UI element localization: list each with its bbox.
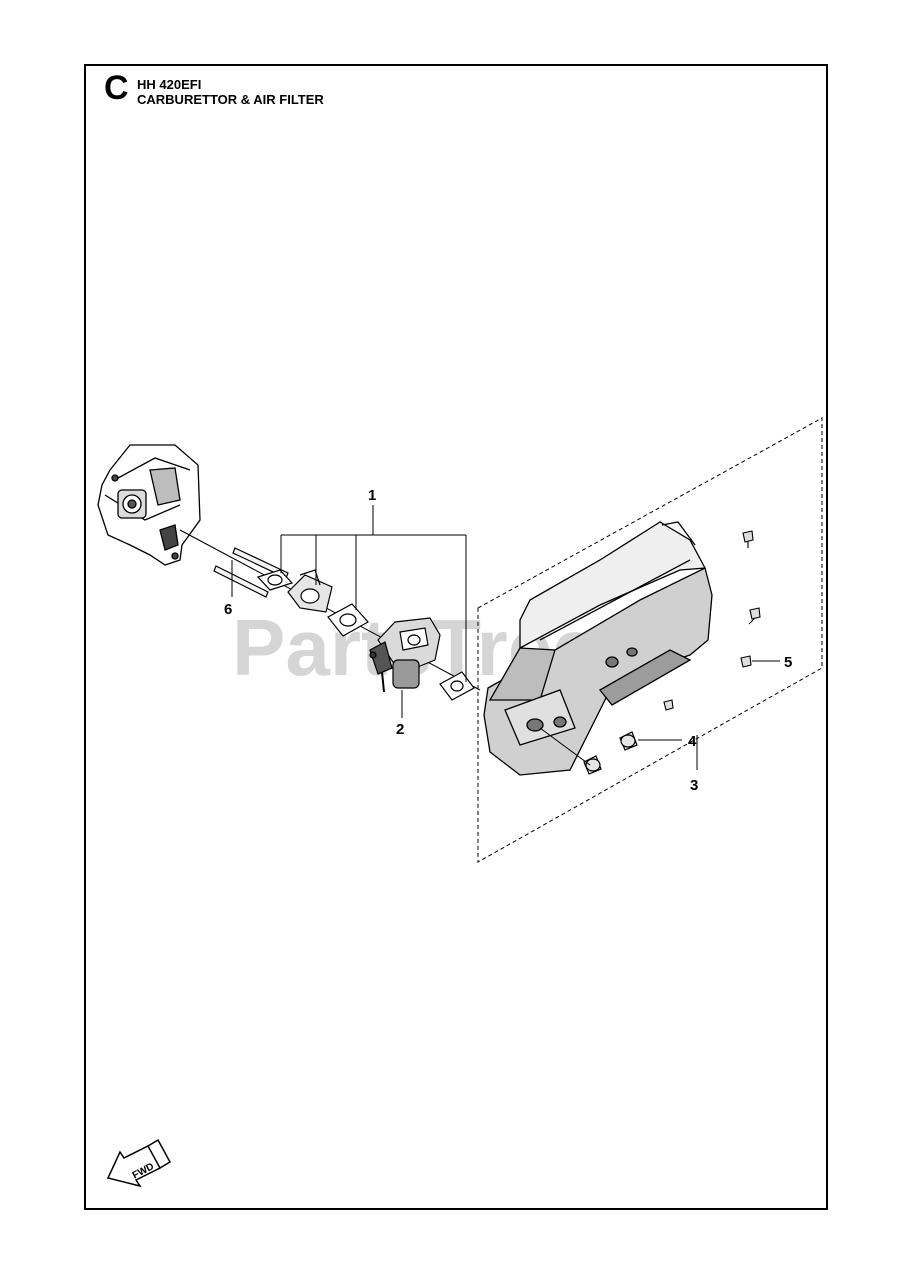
callout-1-leaders [280,505,467,682]
grommet-leader [539,727,591,766]
assembly-axis [179,529,481,691]
diagram-frame [84,64,828,1210]
callout-3: 3 [690,777,698,794]
diagram-title: CARBURETTOR & AIR FILTER [137,92,324,107]
engine-cylinder [97,444,201,566]
gasket-2 [327,603,369,637]
callout-1: 1 [368,487,376,504]
callout-5: 5 [784,654,792,671]
callout-2: 2 [396,721,404,738]
callout-4: 4 [688,733,697,750]
air-filter-housing [483,521,713,776]
model-number: HH 420EFI [137,77,202,92]
gasket [256,569,294,591]
carburettor [369,617,441,693]
assembly-boundary [477,417,823,863]
section-letter: C [104,69,129,107]
fwd-arrow-icon [106,1138,172,1188]
screws [663,530,761,711]
insulator [287,569,333,613]
callout-6: 6 [224,601,232,618]
grommets [583,731,638,775]
